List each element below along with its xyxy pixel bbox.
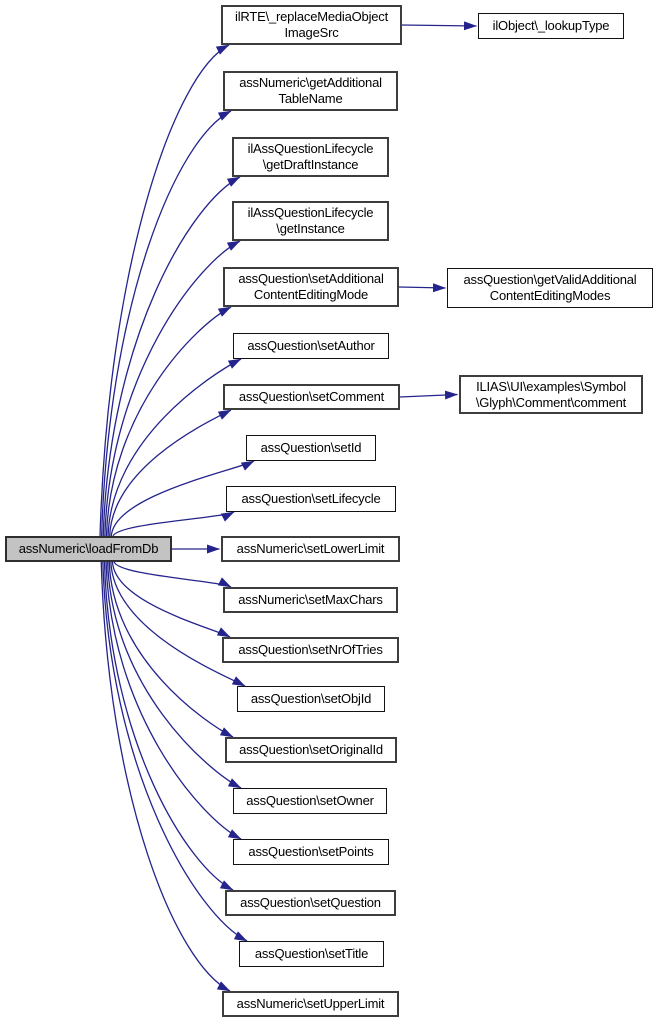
graph-node-getadditionaltablename[interactable]: assNumeric\getAdditional TableName — [223, 71, 398, 111]
node-label-line: assNumeric\loadFromDb — [18, 541, 159, 556]
node-label-line: \getInstance — [276, 221, 345, 236]
node-label-line: assQuestion\setNrOfTries — [238, 642, 383, 657]
node-label-line: ContentEditingMode — [253, 287, 369, 302]
node-label-line: assNumeric\setMaxChars — [238, 592, 383, 607]
node-label-line: ilObject\_lookupType — [492, 18, 610, 33]
node-label-line: ilAssQuestionLifecycle — [247, 205, 374, 220]
graph-node-getvalidadditionalcontenteditingmodes[interactable]: assQuestion\getValidAdditional ContentEd… — [447, 268, 653, 308]
node-label-line: assQuestion\setQuestion — [240, 895, 381, 910]
graph-node-setnroftries[interactable]: assQuestion\setNrOfTries — [222, 637, 399, 663]
graph-node-setlifecycle[interactable]: assQuestion\setLifecycle — [226, 486, 396, 512]
graph-node-setadditionalcontenteditingmode[interactable]: assQuestion\setAdditional ContentEditing… — [223, 267, 399, 307]
node-label-line: assQuestion\setPoints — [248, 844, 374, 859]
node-label-line: TableName — [278, 91, 343, 106]
graph-node-loadfromdb: assNumeric\loadFromDb — [5, 536, 172, 562]
graph-node-getinstance[interactable]: ilAssQuestionLifecycle \getInstance — [232, 201, 389, 241]
node-label-line: assQuestion\setAuthor — [247, 338, 375, 353]
graph-node-setcomment[interactable]: assQuestion\setComment — [223, 384, 400, 410]
node-label-line: assQuestion\setLifecycle — [241, 491, 381, 506]
node-label-line: assNumeric\setUpperLimit — [236, 996, 385, 1011]
graph-node-setquestion[interactable]: assQuestion\setQuestion — [225, 890, 396, 916]
graph-node-setpoints[interactable]: assQuestion\setPoints — [233, 839, 389, 865]
graph-node-setobjid[interactable]: assQuestion\setObjId — [237, 686, 385, 712]
node-label-line: ilAssQuestionLifecycle — [247, 141, 374, 156]
node-label-line: assNumeric\getAdditional — [239, 75, 382, 90]
node-label-line: \Glyph\Comment\comment — [475, 394, 627, 410]
node-label-line: assNumeric\setLowerLimit — [236, 541, 385, 556]
graph-node-setowner[interactable]: assQuestion\setOwner — [233, 788, 387, 814]
node-label-line: assQuestion\setObjId — [250, 691, 372, 706]
node-label-line: assQuestion\setTitle — [254, 946, 369, 961]
node-label-line: ContentEditingModes — [489, 288, 611, 303]
graph-node-setid[interactable]: assQuestion\setId — [246, 435, 376, 461]
node-label-line: assQuestion\setComment — [238, 389, 385, 404]
graph-node-lookuptype[interactable]: ilObject\_lookupType — [478, 13, 624, 39]
node-label-line: \getDraftInstance — [262, 157, 359, 172]
node-label-line: assQuestion\setId — [260, 440, 362, 455]
node-label-line: assQuestion\setOwner — [246, 793, 374, 808]
graph-node-glyph-comment[interactable]: ILIAS\UI\examples\Symbol \Glyph\Comment\… — [459, 375, 643, 414]
graph-node-setlowerlimit[interactable]: assNumeric\setLowerLimit — [221, 536, 400, 562]
node-label-line: ILIAS\UI\examples\Symbol — [476, 378, 626, 394]
graph-node-replacemediaobjectimagesrc[interactable]: ilRTE\_replaceMediaObject ImageSrc — [221, 5, 402, 45]
graph-node-setauthor[interactable]: assQuestion\setAuthor — [233, 333, 389, 359]
node-label-line: ilRTE\_replaceMediaObject — [235, 9, 388, 24]
graph-node-getdraftinstance[interactable]: ilAssQuestionLifecycle \getDraftInstance — [232, 137, 389, 177]
node-label-line: assQuestion\getValidAdditional — [463, 272, 637, 287]
node-label-line: assQuestion\setAdditional — [238, 271, 384, 286]
graph-node-setupperlimit[interactable]: assNumeric\setUpperLimit — [222, 991, 399, 1017]
graph-node-setoriginalid[interactable]: assQuestion\setOriginalId — [225, 737, 397, 763]
graph-node-setmaxchars[interactable]: assNumeric\setMaxChars — [223, 587, 398, 613]
node-label-line: assQuestion\setOriginalId — [239, 742, 383, 757]
graph-node-settitle[interactable]: assQuestion\setTitle — [239, 941, 384, 967]
node-label-line: ImageSrc — [284, 25, 339, 40]
